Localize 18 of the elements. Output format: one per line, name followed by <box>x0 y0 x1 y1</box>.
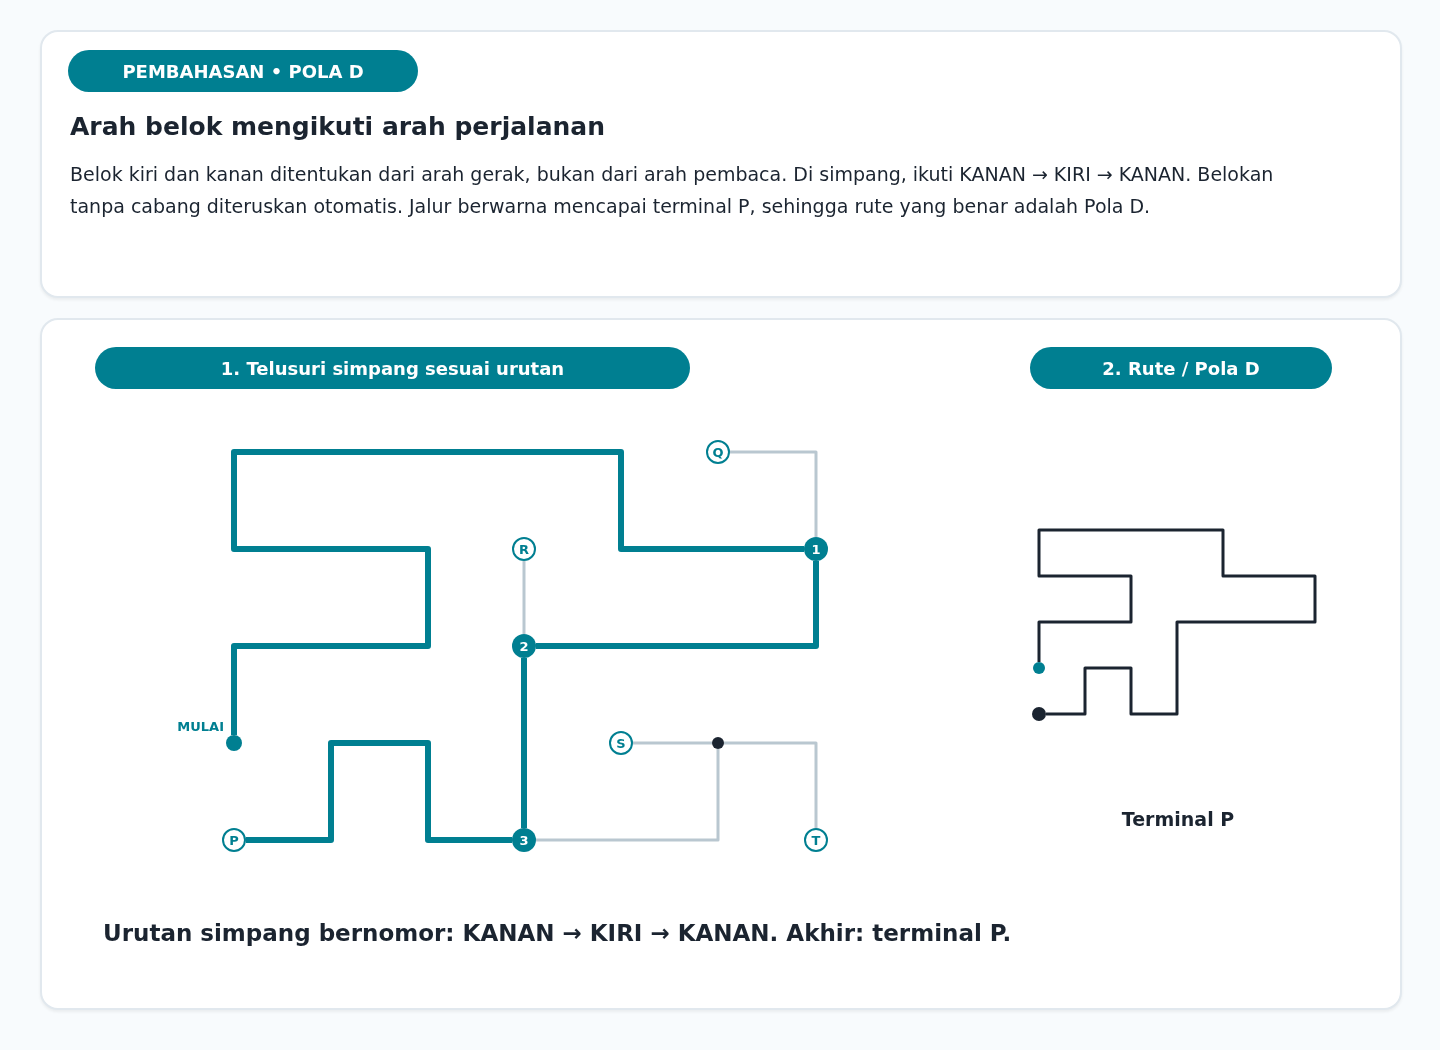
route-caption: Terminal P <box>1120 808 1236 830</box>
route-line <box>522 561 526 634</box>
description-text: Belok kiri dan kanan ditentukan dari arah gerak, bukan dari arah pembaca. Di simpang, ikuti KANAN → KIRI → KANAN. Belokan tanpa cabang diteruskan otomatis. Jalur berwarna mencapai terminal P, sehingga rute yang benar adalah Pola D. <box>70 162 1275 219</box>
route-line <box>730 450 818 537</box>
heading-pill: 1. Telusuri simpang sesuai urutan <box>95 347 690 389</box>
route-line <box>724 741 818 828</box>
route-line <box>536 561 819 649</box>
heading: Arah belok mengikuti arah perjalanan <box>70 112 605 141</box>
start-label: MULAI <box>176 719 224 734</box>
route-line <box>633 741 712 745</box>
heading-pill: PEMBAHASAN • POLA D <box>68 50 418 92</box>
route-line <box>521 658 527 828</box>
summary-text: Urutan simpang bernomor: KANAN → KIRI → KANAN. Akhir: terminal P. <box>103 920 1013 946</box>
route-line <box>1037 528 1317 716</box>
route-line <box>231 449 804 735</box>
heading-pill: 2. Rute / Pola D <box>1030 347 1332 389</box>
route-line <box>246 740 512 843</box>
route-line <box>536 749 720 842</box>
